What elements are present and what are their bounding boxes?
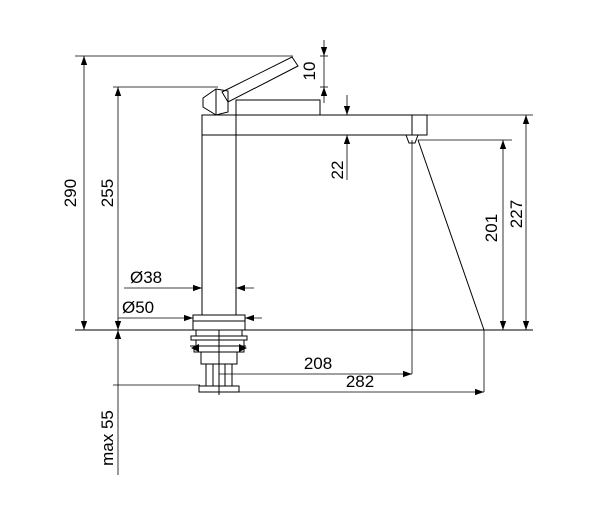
- label-208: 208: [304, 354, 332, 373]
- label-max-55: max 55: [98, 410, 117, 466]
- dimension-body-diameter: Ø38: [124, 268, 254, 292]
- label-227: 227: [507, 200, 526, 228]
- label-diameter-50: Ø50: [122, 298, 154, 317]
- spray-line: [417, 139, 485, 331]
- label-diameter-38: Ø38: [130, 268, 162, 287]
- reference-lines: [75, 55, 533, 392]
- dimension-spout-height: 227: [507, 115, 530, 330]
- dimension-reach-282: 282: [219, 372, 484, 396]
- label-282: 282: [346, 372, 374, 391]
- lever-housing: [235, 99, 321, 116]
- label-22: 22: [328, 161, 347, 180]
- faucet-aerator: [405, 134, 419, 144]
- label-255: 255: [98, 179, 117, 207]
- label-201: 201: [482, 214, 501, 242]
- dimension-spout-thickness: 22: [328, 95, 351, 180]
- dimension-outlet-height: 201: [482, 140, 507, 330]
- faucet-body: [201, 134, 237, 316]
- dimension-height-255: 255: [98, 87, 122, 330]
- faucet-outline: [190, 56, 428, 395]
- label-10: 10: [300, 62, 319, 81]
- base-ring: [192, 314, 246, 331]
- mounting-hardware: [190, 329, 248, 395]
- dimension-reach-208: 208: [219, 354, 412, 378]
- label-290: 290: [61, 179, 80, 207]
- dimension-lever-gap: 10: [300, 40, 328, 103]
- dimension-max-deck: max 55: [98, 330, 122, 475]
- dimension-total-height: 290: [61, 56, 88, 330]
- lever-handle: [202, 56, 299, 116]
- dimension-base-diameter: Ø50: [118, 298, 262, 322]
